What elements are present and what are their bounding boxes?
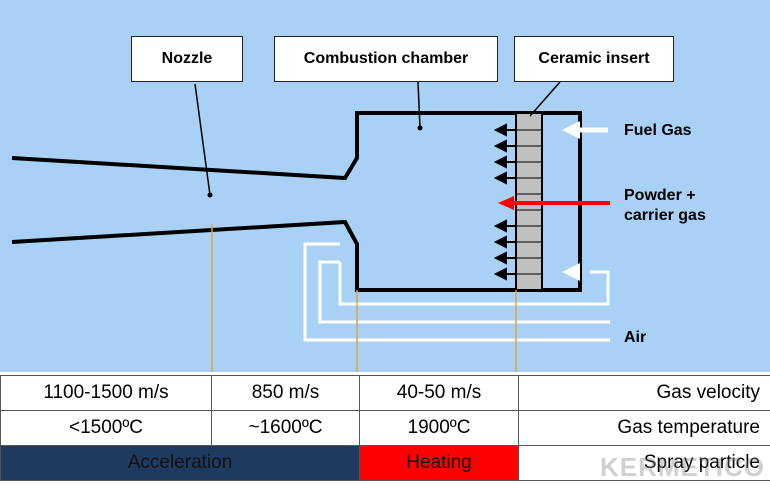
table-cell: 40-50 m/s [359, 375, 519, 411]
hvof-gun-schematic [11, 81, 610, 372]
nozzle-lower-wall [11, 219, 580, 292]
fuel-gas-label: Fuel Gas [624, 122, 692, 139]
air-channel-outer [303, 242, 610, 342]
insert-leader [529, 81, 561, 117]
air-return-arrow [562, 263, 580, 281]
gas-temperature-row: <1500ºC ~1600ºC 1900ºC Gas temperature [0, 410, 770, 446]
heating-zone: Heating [359, 445, 519, 481]
table-cell: 1100-1500 m/s [0, 375, 212, 411]
parameter-table: 1100-1500 m/s 850 m/s 40-50 m/s Gas velo… [0, 375, 770, 481]
ceramic-grid [516, 129, 542, 275]
injector-arrows [493, 123, 516, 281]
air-channel-inner [318, 260, 610, 324]
table-cell: 850 m/s [211, 375, 360, 411]
table-cell: ~1600ºC [211, 410, 360, 446]
powder-label-line1: Powder + [624, 187, 696, 204]
row-label: Spray particle [518, 445, 770, 481]
gas-velocity-row: 1100-1500 m/s 850 m/s 40-50 m/s Gas velo… [0, 375, 770, 411]
fuel-gas-arrow [562, 121, 608, 139]
diagram-area: Nozzle Combustion chamber Ceramic insert… [0, 0, 770, 372]
powder-label-line2: carrier gas [624, 207, 706, 224]
table-cell: 1900ºC [359, 410, 519, 446]
air-label: Air [624, 329, 647, 346]
chamber-leader [417, 81, 421, 129]
process-stage-row: Acceleration Heating Spray particle [0, 445, 770, 481]
powder-arrow [498, 196, 610, 210]
row-label: Gas velocity [518, 375, 770, 411]
row-label: Gas temperature [518, 410, 770, 446]
combustion-chamber-callout: Combustion chamber [274, 36, 498, 82]
air-channel-back [338, 262, 610, 306]
table-cell: <1500ºC [0, 410, 212, 446]
nozzle-upper-wall [11, 111, 580, 181]
nozzle-leader [194, 83, 211, 196]
ceramic-insert-callout: Ceramic insert [514, 36, 674, 82]
acceleration-zone: Acceleration [0, 445, 360, 481]
nozzle-callout: Nozzle [131, 36, 243, 82]
watermark: KERMETICO [600, 452, 765, 482]
